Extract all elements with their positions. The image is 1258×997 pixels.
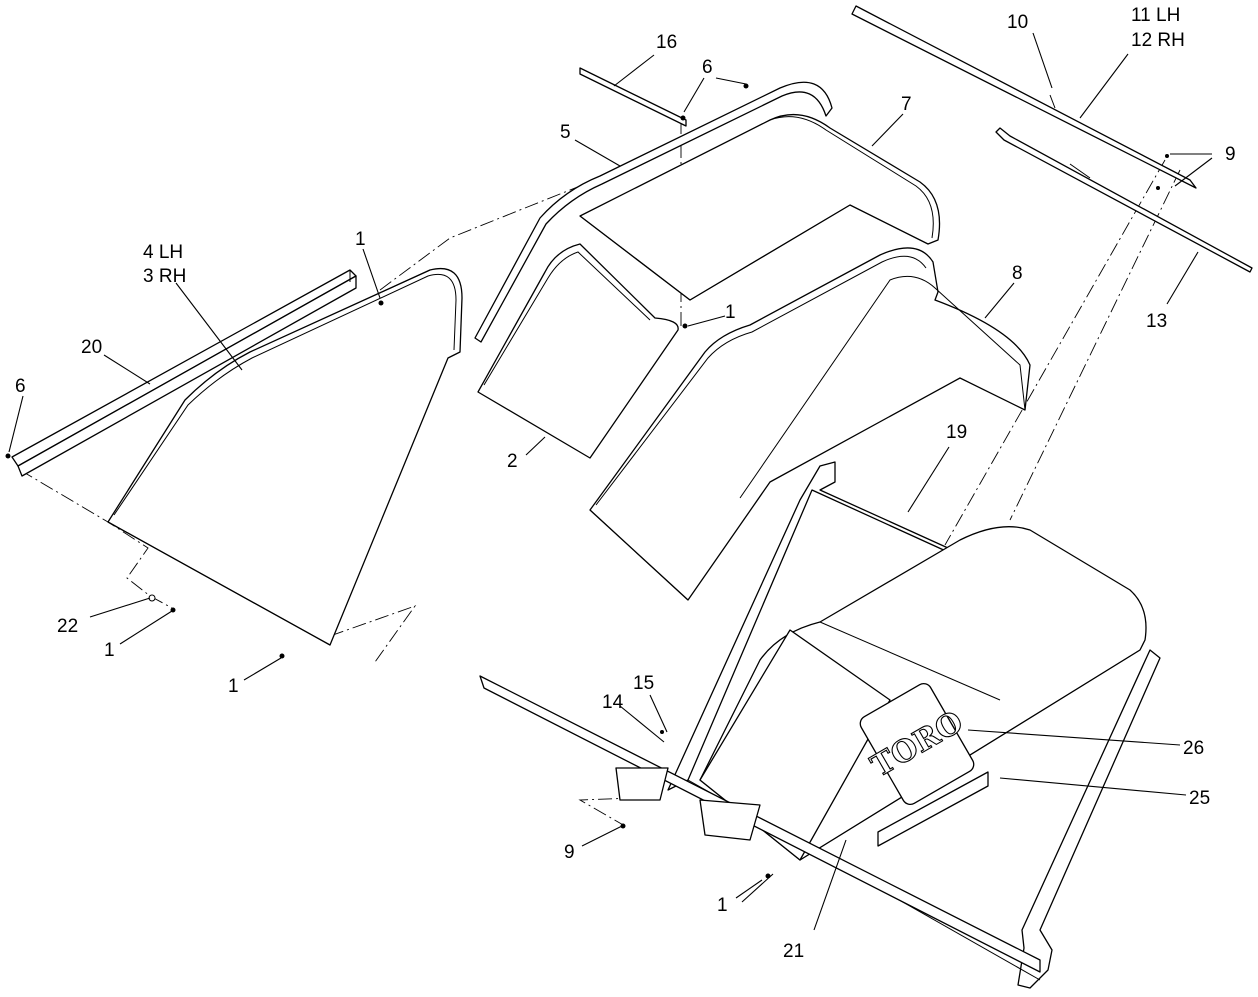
part-16-strip xyxy=(579,67,687,127)
callout-19: 19 xyxy=(946,422,968,443)
leader-lines xyxy=(8,32,1213,931)
callout-1-upper-left: 1 xyxy=(355,229,366,250)
callout-22: 22 xyxy=(57,616,79,637)
fasteners xyxy=(5,83,1169,879)
callout-21: 21 xyxy=(783,941,805,962)
part-3-4-side-panel xyxy=(107,268,463,646)
callout-14: 14 xyxy=(602,692,624,713)
callout-1-center: 1 xyxy=(725,302,736,323)
callout-15: 15 xyxy=(633,673,655,694)
callout-1-left: 1 xyxy=(104,640,115,661)
callout-10: 10 xyxy=(1007,12,1029,33)
callout-11-lh: 11 LH xyxy=(1131,5,1181,26)
callout-6-left: 6 xyxy=(15,376,26,397)
callout-1-lower-left: 1 xyxy=(228,676,239,697)
bottom-rail xyxy=(479,675,1041,973)
callout-1-bottom: 1 xyxy=(717,895,728,916)
callout-13: 13 xyxy=(1146,311,1168,332)
part-8-hood xyxy=(589,247,1031,601)
callout-8: 8 xyxy=(1012,263,1023,284)
callout-25: 25 xyxy=(1189,788,1211,809)
callout-26: 26 xyxy=(1183,738,1205,759)
callout-16: 16 xyxy=(656,32,678,53)
callout-9-bottom: 9 xyxy=(564,842,575,863)
part-26-logo-decal: TORO xyxy=(859,682,975,806)
part-2-panel xyxy=(477,243,679,459)
callout-6-top: 6 xyxy=(702,57,713,78)
callout-3-rh: 3 RH xyxy=(143,266,187,287)
part-7-hood xyxy=(579,114,941,301)
callout-7: 7 xyxy=(901,94,912,115)
part-20-rail xyxy=(11,269,357,477)
callout-20: 20 xyxy=(81,337,103,358)
callout-9-right: 9 xyxy=(1225,144,1236,165)
callout-4-lh: 4 LH xyxy=(143,242,184,263)
part-11-12-strip xyxy=(851,5,1197,189)
part-13-bar xyxy=(995,127,1253,273)
part-25-decal xyxy=(877,771,989,847)
callout-2: 2 xyxy=(507,451,518,472)
callout-12-rh: 12 RH xyxy=(1131,30,1185,51)
callout-5: 5 xyxy=(560,122,571,143)
part-5-strip xyxy=(474,81,833,343)
